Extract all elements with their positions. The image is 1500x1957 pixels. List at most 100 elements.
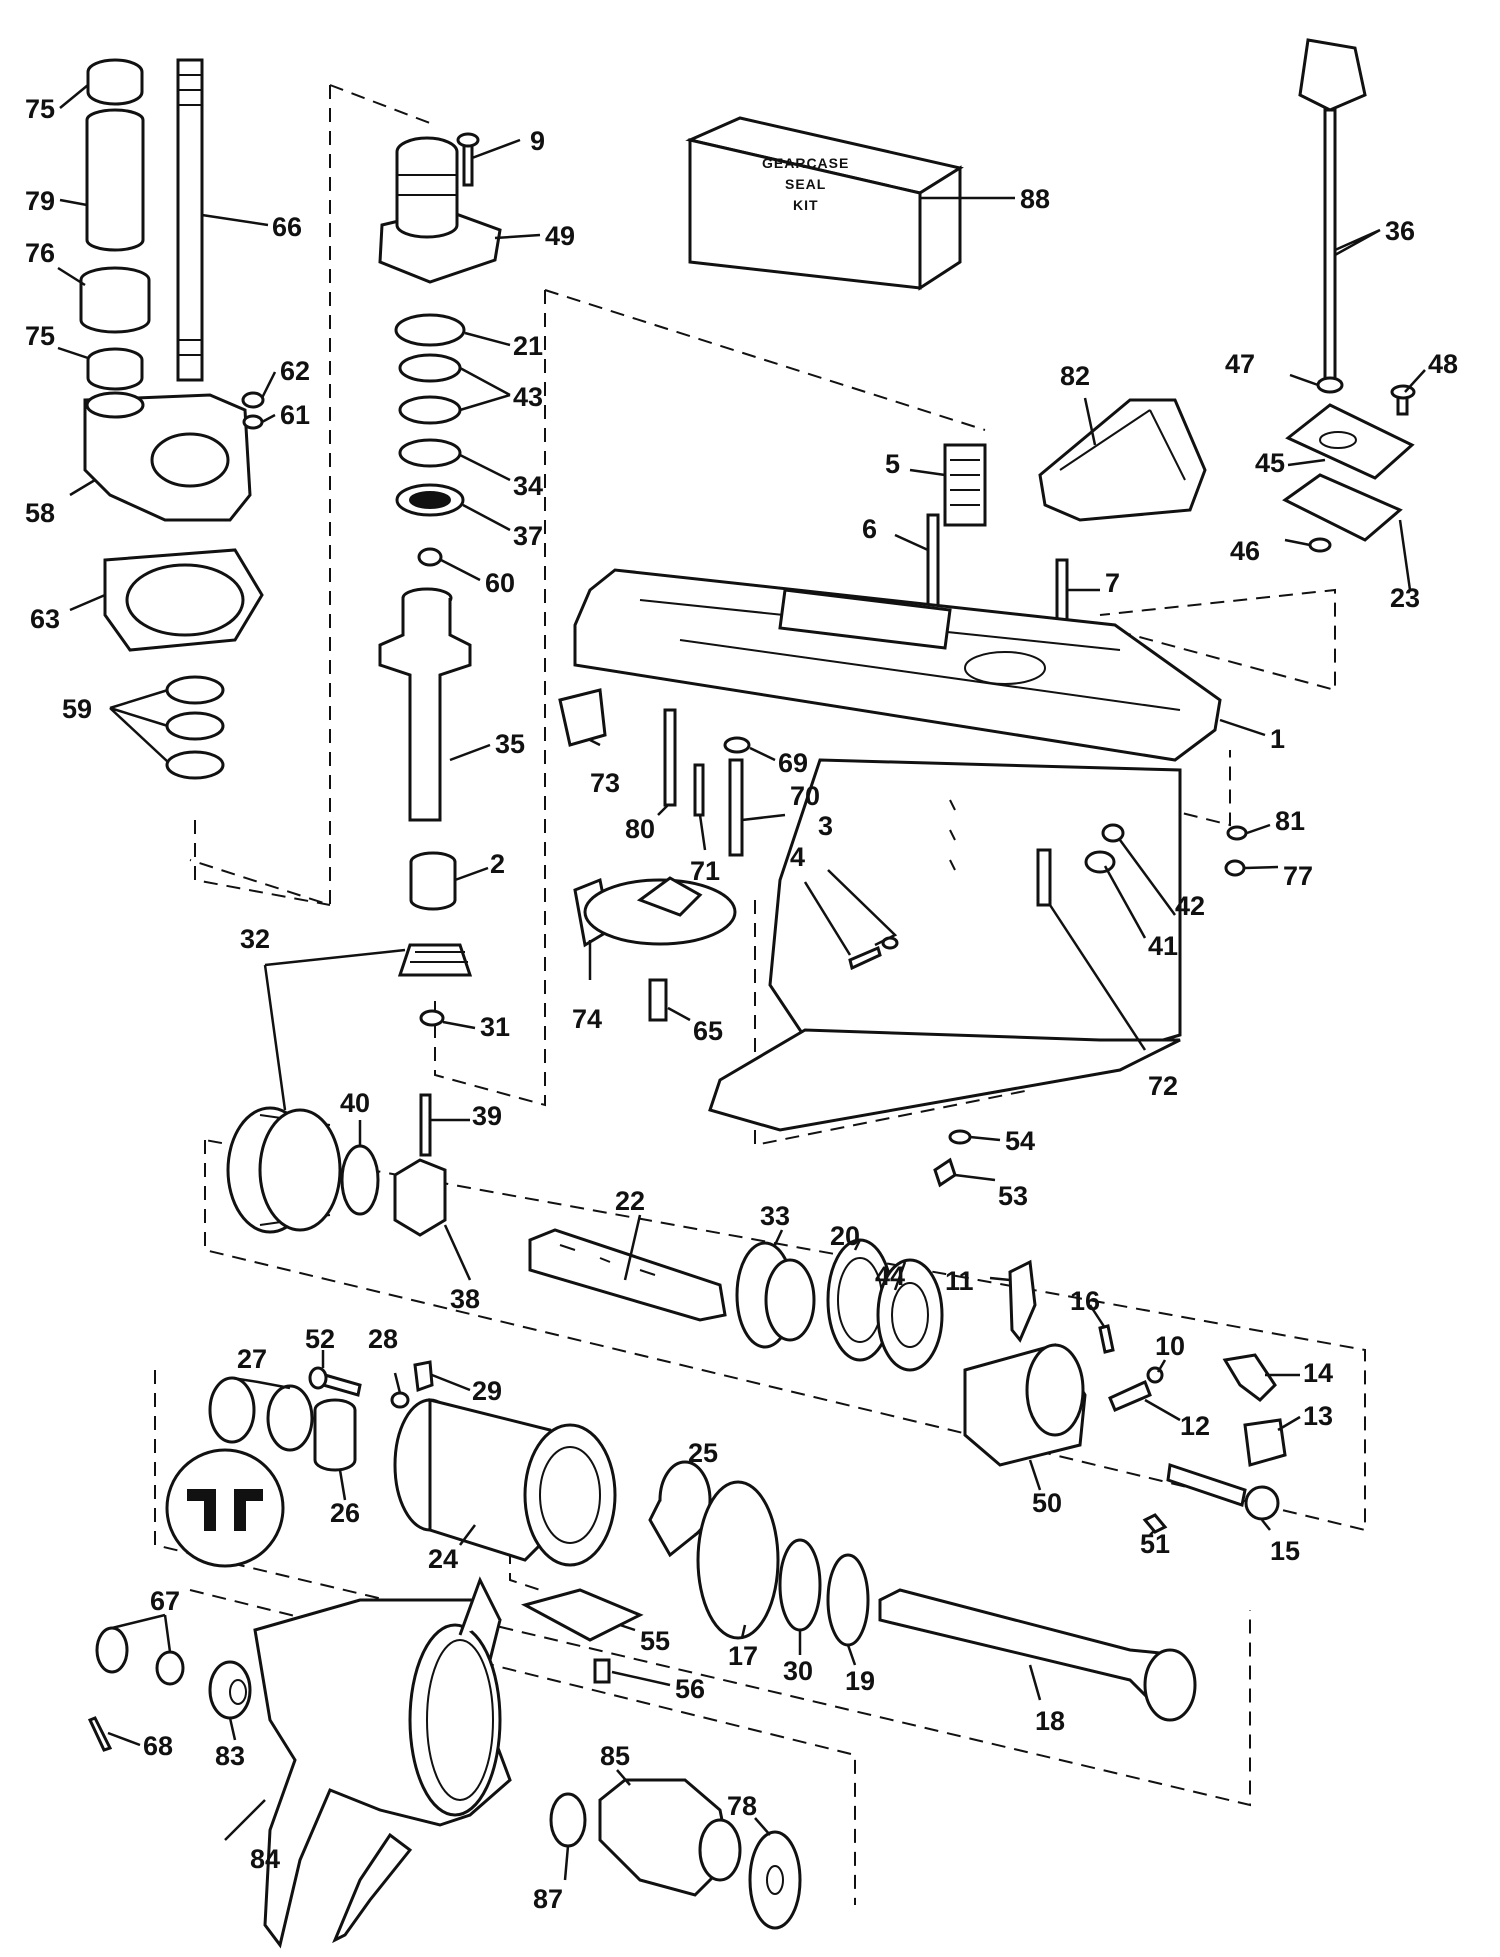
part-80-screw <box>663 708 677 807</box>
kit-line-2: SEAL <box>785 176 826 192</box>
part-35-bearing-retainer <box>378 587 472 822</box>
part-21-ring <box>394 313 466 347</box>
callout-leaders <box>57 84 1426 1881</box>
part-56-screw <box>593 1658 611 1684</box>
callout-43: 43 <box>513 382 543 412</box>
callout-41: 41 <box>1148 931 1178 961</box>
callout-24: 24 <box>428 1544 458 1574</box>
part-6-stud <box>926 513 940 612</box>
part-43-shims <box>398 353 462 425</box>
part-32-forward-gear <box>226 1106 342 1234</box>
callout-30: 30 <box>783 1656 813 1686</box>
part-47-seal <box>1316 376 1344 394</box>
part-62-nut <box>241 391 265 409</box>
callout-77: 77 <box>1283 861 1313 891</box>
callout-79: 79 <box>25 186 55 216</box>
callout-5: 5 <box>885 449 900 479</box>
part-17-o-ring <box>696 1480 780 1640</box>
part-41-plug <box>1084 850 1116 874</box>
part-29-key <box>413 1360 434 1393</box>
callout-19: 19 <box>845 1666 875 1696</box>
part-53-drain-screw <box>933 1157 957 1188</box>
part-13-detent-lever <box>1243 1418 1287 1467</box>
callout-21: 21 <box>513 331 543 361</box>
part-27-seals <box>208 1376 314 1452</box>
callout-74: 74 <box>572 1004 602 1034</box>
callout-18: 18 <box>1035 1706 1065 1736</box>
callout-54: 54 <box>1005 1126 1035 1156</box>
callout-1: 1 <box>1270 724 1285 754</box>
callout-26: 26 <box>330 1498 360 1528</box>
callout-62: 62 <box>280 356 310 386</box>
gearcase-seal-kit-box: GEARCASE SEAL KIT <box>685 116 964 291</box>
part-14-shift-detent <box>1222 1353 1277 1402</box>
callout-80: 80 <box>625 814 655 844</box>
callout-33: 33 <box>760 1201 790 1231</box>
callout-40: 40 <box>340 1088 370 1118</box>
callout-73: 73 <box>590 768 620 798</box>
callout-28: 28 <box>368 1324 398 1354</box>
callout-83: 83 <box>215 1741 245 1771</box>
callout-31: 31 <box>480 1012 510 1042</box>
callout-12: 12 <box>1180 1411 1210 1441</box>
callout-48: 48 <box>1428 349 1458 379</box>
callout-22: 22 <box>615 1186 645 1216</box>
callout-65: 65 <box>693 1016 723 1046</box>
callout-7: 7 <box>1105 568 1120 598</box>
part-36-shift-rod <box>1298 38 1367 382</box>
callout-29: 29 <box>472 1376 502 1406</box>
part-60-nut <box>417 547 443 567</box>
callout-52: 52 <box>305 1324 335 1354</box>
part-12-spring <box>1108 1379 1152 1412</box>
part-24-bearing-carrier <box>393 1398 617 1567</box>
part-19-thrust-bearing <box>826 1553 870 1647</box>
callout-23: 23 <box>1390 583 1420 613</box>
callout-49: 49 <box>545 221 575 251</box>
callout-75-bottom: 75 <box>25 321 55 351</box>
part-55-anode <box>520 1588 644 1642</box>
part-84-propeller <box>253 1576 512 1949</box>
callout-34: 34 <box>513 471 543 501</box>
part-34-washer <box>398 438 462 468</box>
part-70-screw <box>728 758 744 857</box>
part-31-nut <box>419 1009 445 1027</box>
callout-71: 71 <box>690 856 720 886</box>
part-75-seal-bottom <box>86 347 144 391</box>
callout-9: 9 <box>530 126 545 156</box>
part-48-screw <box>1390 384 1416 416</box>
callout-76: 76 <box>25 238 55 268</box>
part-23-gasket <box>1282 473 1403 542</box>
part-77-screw <box>1224 859 1246 877</box>
part-73-plug <box>558 688 607 747</box>
callout-14: 14 <box>1303 1358 1333 1388</box>
callout-42: 42 <box>1175 891 1205 921</box>
callout-63: 63 <box>30 604 60 634</box>
callout-53: 53 <box>998 1181 1028 1211</box>
part-39-pin <box>419 1093 432 1157</box>
callout-69: 69 <box>778 748 808 778</box>
callout-44: 44 <box>875 1261 905 1291</box>
part-87-thrust-ring <box>549 1792 587 1848</box>
part-38-clutch-dog <box>393 1158 447 1237</box>
part-78-washer <box>748 1830 802 1930</box>
callout-87: 87 <box>533 1884 563 1914</box>
part-32-pinion-gear <box>397 943 473 977</box>
callout-47: 47 <box>1225 349 1255 379</box>
part-68-cotter-pin <box>87 1716 113 1752</box>
part-76-bushing <box>79 266 151 334</box>
part-67-prop-nut <box>95 1626 185 1686</box>
part-5-water-screen <box>943 443 987 527</box>
part-42-washer <box>1101 823 1125 843</box>
callout-15: 15 <box>1270 1536 1300 1566</box>
callout-38: 38 <box>450 1284 480 1314</box>
part-37-thrust-bearing <box>395 483 465 517</box>
callout-35: 35 <box>495 729 525 759</box>
part-65-screw <box>648 978 668 1022</box>
callout-58: 58 <box>25 498 55 528</box>
part-75-seal-top <box>86 58 144 106</box>
callout-67: 67 <box>150 1586 180 1616</box>
callout-17: 17 <box>728 1641 758 1671</box>
callout-68: 68 <box>143 1731 173 1761</box>
part-18-propeller-shaft <box>878 1588 1197 1722</box>
